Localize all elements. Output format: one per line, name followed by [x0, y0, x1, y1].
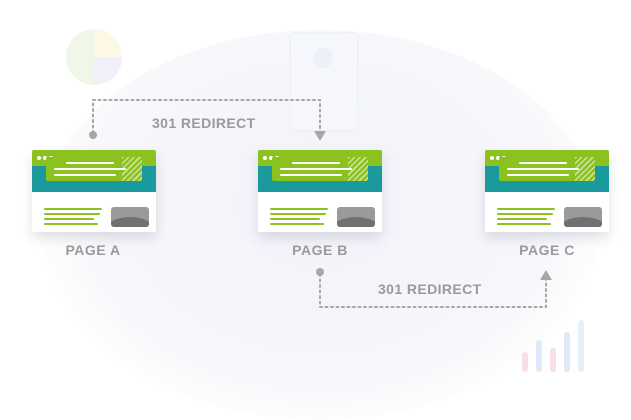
- page-a-browser-window: [32, 150, 156, 232]
- hero-banner: [46, 157, 142, 181]
- page-b-browser-window: [258, 150, 382, 232]
- hero-banner: [272, 157, 368, 181]
- redirect-arrow-a-to-b: [92, 99, 321, 136]
- hero-banner: [499, 157, 595, 181]
- pie-chart-icon: [66, 29, 122, 85]
- redirect-arrows: [89, 99, 552, 308]
- image-thumbnail: [564, 207, 602, 227]
- image-thumbnail: [111, 207, 149, 227]
- arrowhead-up-icon: [540, 270, 552, 280]
- redirect-label-a-to-b: 301 REDIRECT: [152, 115, 256, 131]
- redirect-label-b-to-c: 301 REDIRECT: [378, 281, 482, 297]
- redirect-arrow-b-to-c: [319, 273, 547, 308]
- bar-chart-icon: [518, 316, 598, 372]
- page-c-label: PAGE C: [519, 242, 575, 258]
- arrowhead-down-icon: [314, 131, 326, 141]
- page-b-label: PAGE B: [292, 242, 348, 258]
- redirect-start-dot-a: [89, 131, 97, 139]
- redirect-start-dot-b: [316, 268, 324, 276]
- image-thumbnail: [337, 207, 375, 227]
- camera-icon: [313, 48, 333, 68]
- page-a-label: PAGE A: [65, 242, 121, 258]
- page-c-browser-window: [485, 150, 609, 232]
